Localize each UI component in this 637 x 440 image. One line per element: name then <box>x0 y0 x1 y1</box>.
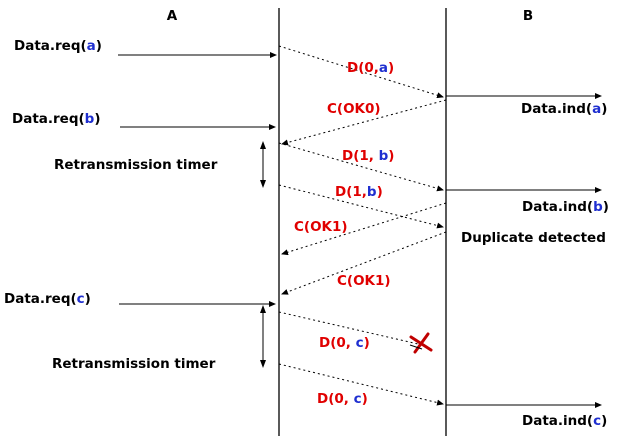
frame-ok0-label: C(OK0) <box>327 101 381 117</box>
frame-ok1-first-arrow <box>281 202 447 256</box>
retransmission-timer-2-label: Retransmission timer <box>52 356 216 372</box>
data-req-a-label: Data.req(a) <box>14 38 102 54</box>
host-b-label: B <box>523 8 533 24</box>
frame-d1b-first-arrow <box>278 142 444 192</box>
frame-d0a-label: D(0,a) <box>347 60 394 76</box>
frame-lost-x-icon <box>409 332 433 354</box>
frame-d1b-retx-arrow <box>278 184 444 229</box>
frame-d1b-retx-label: D(1,b) <box>335 184 383 200</box>
frame-d0c-retx-arrow <box>278 363 444 406</box>
frame-d0c-lost-arrow <box>278 311 419 345</box>
frame-d1b-first-label: D(1, b) <box>342 148 394 164</box>
frame-d0c-retx-label: D(0, c) <box>317 391 368 407</box>
host-a-label: A <box>167 8 178 24</box>
frame-d0a-arrow <box>278 45 444 99</box>
data-ind-c-label: Data.ind(c) <box>522 413 607 429</box>
retransmission-timer-1-label: Retransmission timer <box>54 157 218 173</box>
frame-ok1-first-label: C(OK1) <box>294 219 348 235</box>
data-ind-a-label: Data.ind(a) <box>521 101 607 117</box>
data-req-c-label: Data.req(c) <box>4 291 91 307</box>
frame-ok1-second-label: C(OK1) <box>337 273 391 289</box>
frame-ok0-arrow <box>281 99 447 146</box>
frame-d0c-lost-label: D(0, c) <box>319 335 370 351</box>
data-ind-b-label: Data.ind(b) <box>522 199 609 215</box>
duplicate-detected-note: Duplicate detected <box>461 230 606 246</box>
data-req-b-label: Data.req(b) <box>12 111 101 127</box>
frame-ok1-second-arrow <box>281 231 447 295</box>
